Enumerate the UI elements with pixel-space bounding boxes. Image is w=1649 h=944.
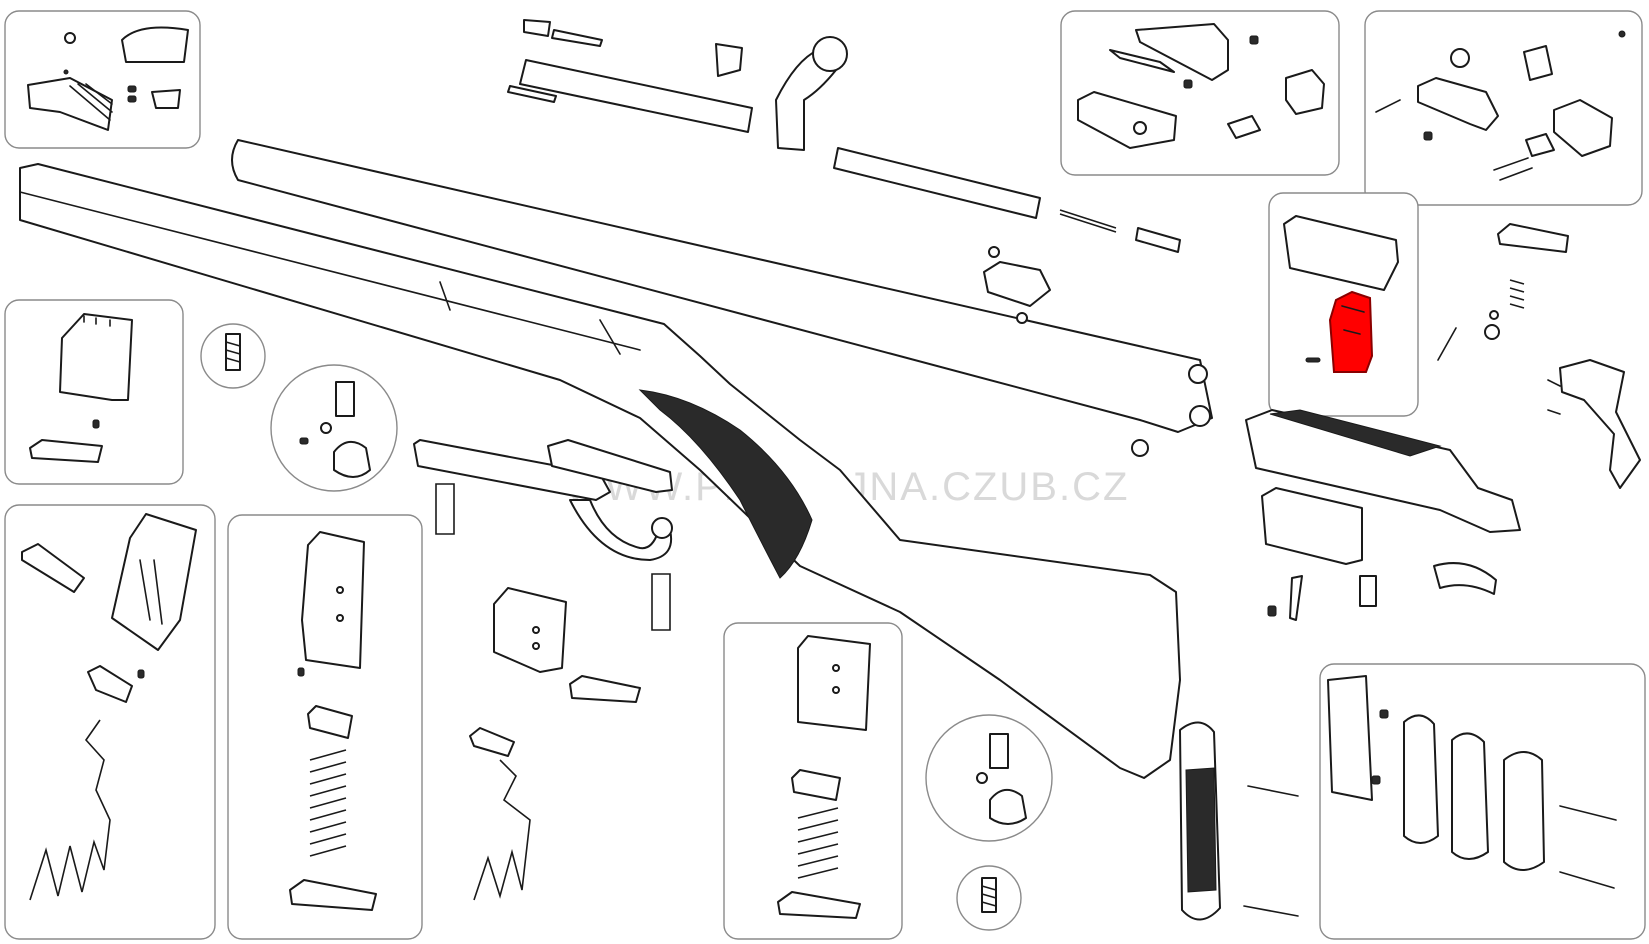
panel-left-magazine-small[interactable] <box>4 299 184 485</box>
bolt-assembly[interactable] <box>507 19 1181 253</box>
panel-left-magazine-large[interactable] <box>4 504 216 940</box>
trigger-housing[interactable] <box>1245 223 1641 621</box>
inset-circle-sling-swivel[interactable] <box>270 364 398 492</box>
panel-top-left-sight[interactable] <box>4 10 201 149</box>
barrel[interactable] <box>231 139 1213 457</box>
inset-circle-sling-swivel-lower[interactable] <box>925 714 1053 842</box>
panel-magazine-center-left[interactable] <box>227 514 423 940</box>
trigger-guard[interactable] <box>413 439 673 631</box>
panel-bottom-right-buttplates[interactable] <box>1319 663 1646 940</box>
inset-circle-screw-small[interactable] <box>200 323 266 389</box>
buttplate[interactable] <box>1179 721 1299 921</box>
panel-top-right-trigger-parts[interactable] <box>1060 10 1340 176</box>
inset-circle-screw-bottom[interactable] <box>956 865 1022 931</box>
stock[interactable] <box>19 163 1181 779</box>
magazine-center[interactable] <box>469 587 641 901</box>
panel-top-right-safety-parts[interactable] <box>1364 10 1643 206</box>
panel-magazine-center[interactable] <box>723 622 903 940</box>
rear-sight[interactable] <box>983 246 1051 324</box>
panel-trigger-guard-highlight[interactable] <box>1268 192 1419 417</box>
